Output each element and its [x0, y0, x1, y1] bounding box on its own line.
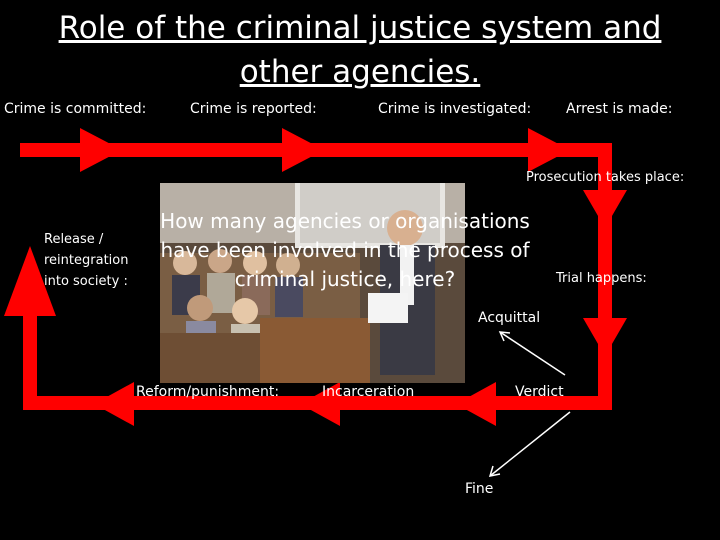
pointer-fine [489, 411, 571, 477]
label-crime-investigated: Crime is investigated: [378, 101, 532, 117]
pointer-fine-head [488, 465, 501, 477]
label-fine: Fine [465, 481, 494, 497]
courtroom-photo [160, 183, 465, 383]
label-arrest-made: Arrest is made: [566, 101, 673, 117]
arrow-head-reported [80, 128, 122, 172]
label-incarceration: Incarceration [322, 384, 415, 400]
label-reform-punishment: Reform/punishment: [136, 384, 280, 400]
arrow-head-investigated [282, 128, 324, 172]
label-verdict: Verdict [515, 384, 564, 400]
arrow-head-reform [94, 382, 134, 426]
slide-title: Role of the criminal justice system and … [58, 10, 662, 90]
pointer-acquittal-head [498, 331, 511, 342]
arrow-head-incarceration [300, 382, 340, 426]
label-prosecution: Prosecution takes place: [526, 170, 685, 185]
question-text: How many agencies or organisations have … [160, 209, 530, 291]
label-trial: Trial happens: [556, 271, 647, 286]
label-release-reintegration: Release / reintegration into society : [44, 232, 129, 289]
label-crime-committed: Crime is committed: [4, 101, 147, 117]
label-crime-reported: Crime is reported: [190, 101, 317, 117]
arrow-head-arrest [528, 128, 570, 172]
arrow-head-verdict [456, 382, 496, 426]
label-acquittal: Acquittal [478, 310, 541, 326]
arrow-head-trial [583, 318, 627, 356]
arrow-head-prosecution [583, 190, 627, 228]
arrow-head-release [4, 246, 56, 316]
pointer-acquittal [499, 331, 566, 376]
